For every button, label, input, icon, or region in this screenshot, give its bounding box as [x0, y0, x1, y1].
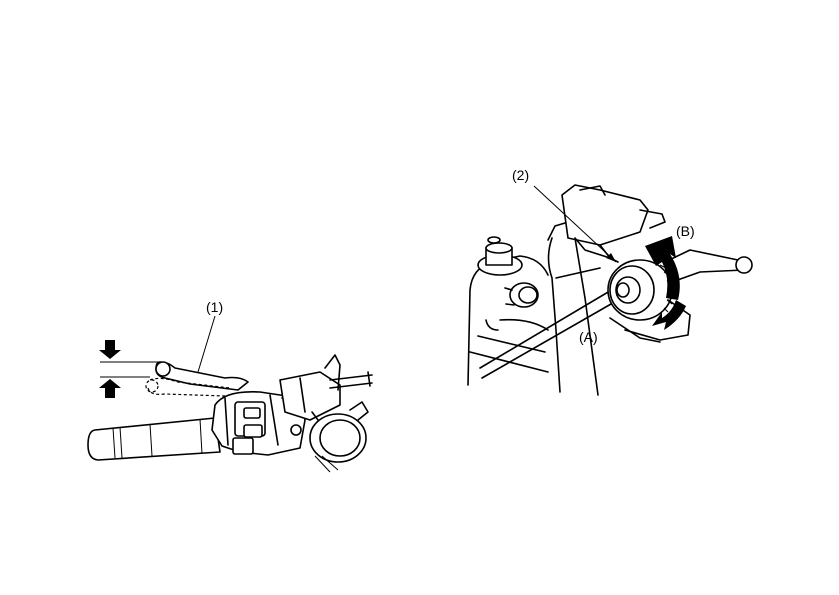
- callout-2-label: (2): [512, 167, 529, 183]
- fork-cap: [478, 237, 522, 275]
- brake-lever-rest: [156, 362, 248, 390]
- adjuster-dial: [608, 260, 673, 320]
- left-figure-lever-freeplay: (1): [88, 299, 372, 472]
- callout-1: (1): [198, 299, 223, 372]
- label-a: (A): [579, 329, 598, 345]
- label-b: (B): [676, 223, 695, 239]
- handlebar-grip: [88, 418, 220, 460]
- freeplay-indicator: [99, 340, 160, 398]
- bolt: [505, 283, 538, 307]
- arrow-up-icon: [99, 379, 121, 398]
- right-figure-adjuster: (2) (A) (B): [468, 167, 752, 395]
- arrow-down-icon: [99, 340, 121, 359]
- callout-1-label: (1): [206, 299, 223, 315]
- handlebar-shaft: [480, 285, 625, 378]
